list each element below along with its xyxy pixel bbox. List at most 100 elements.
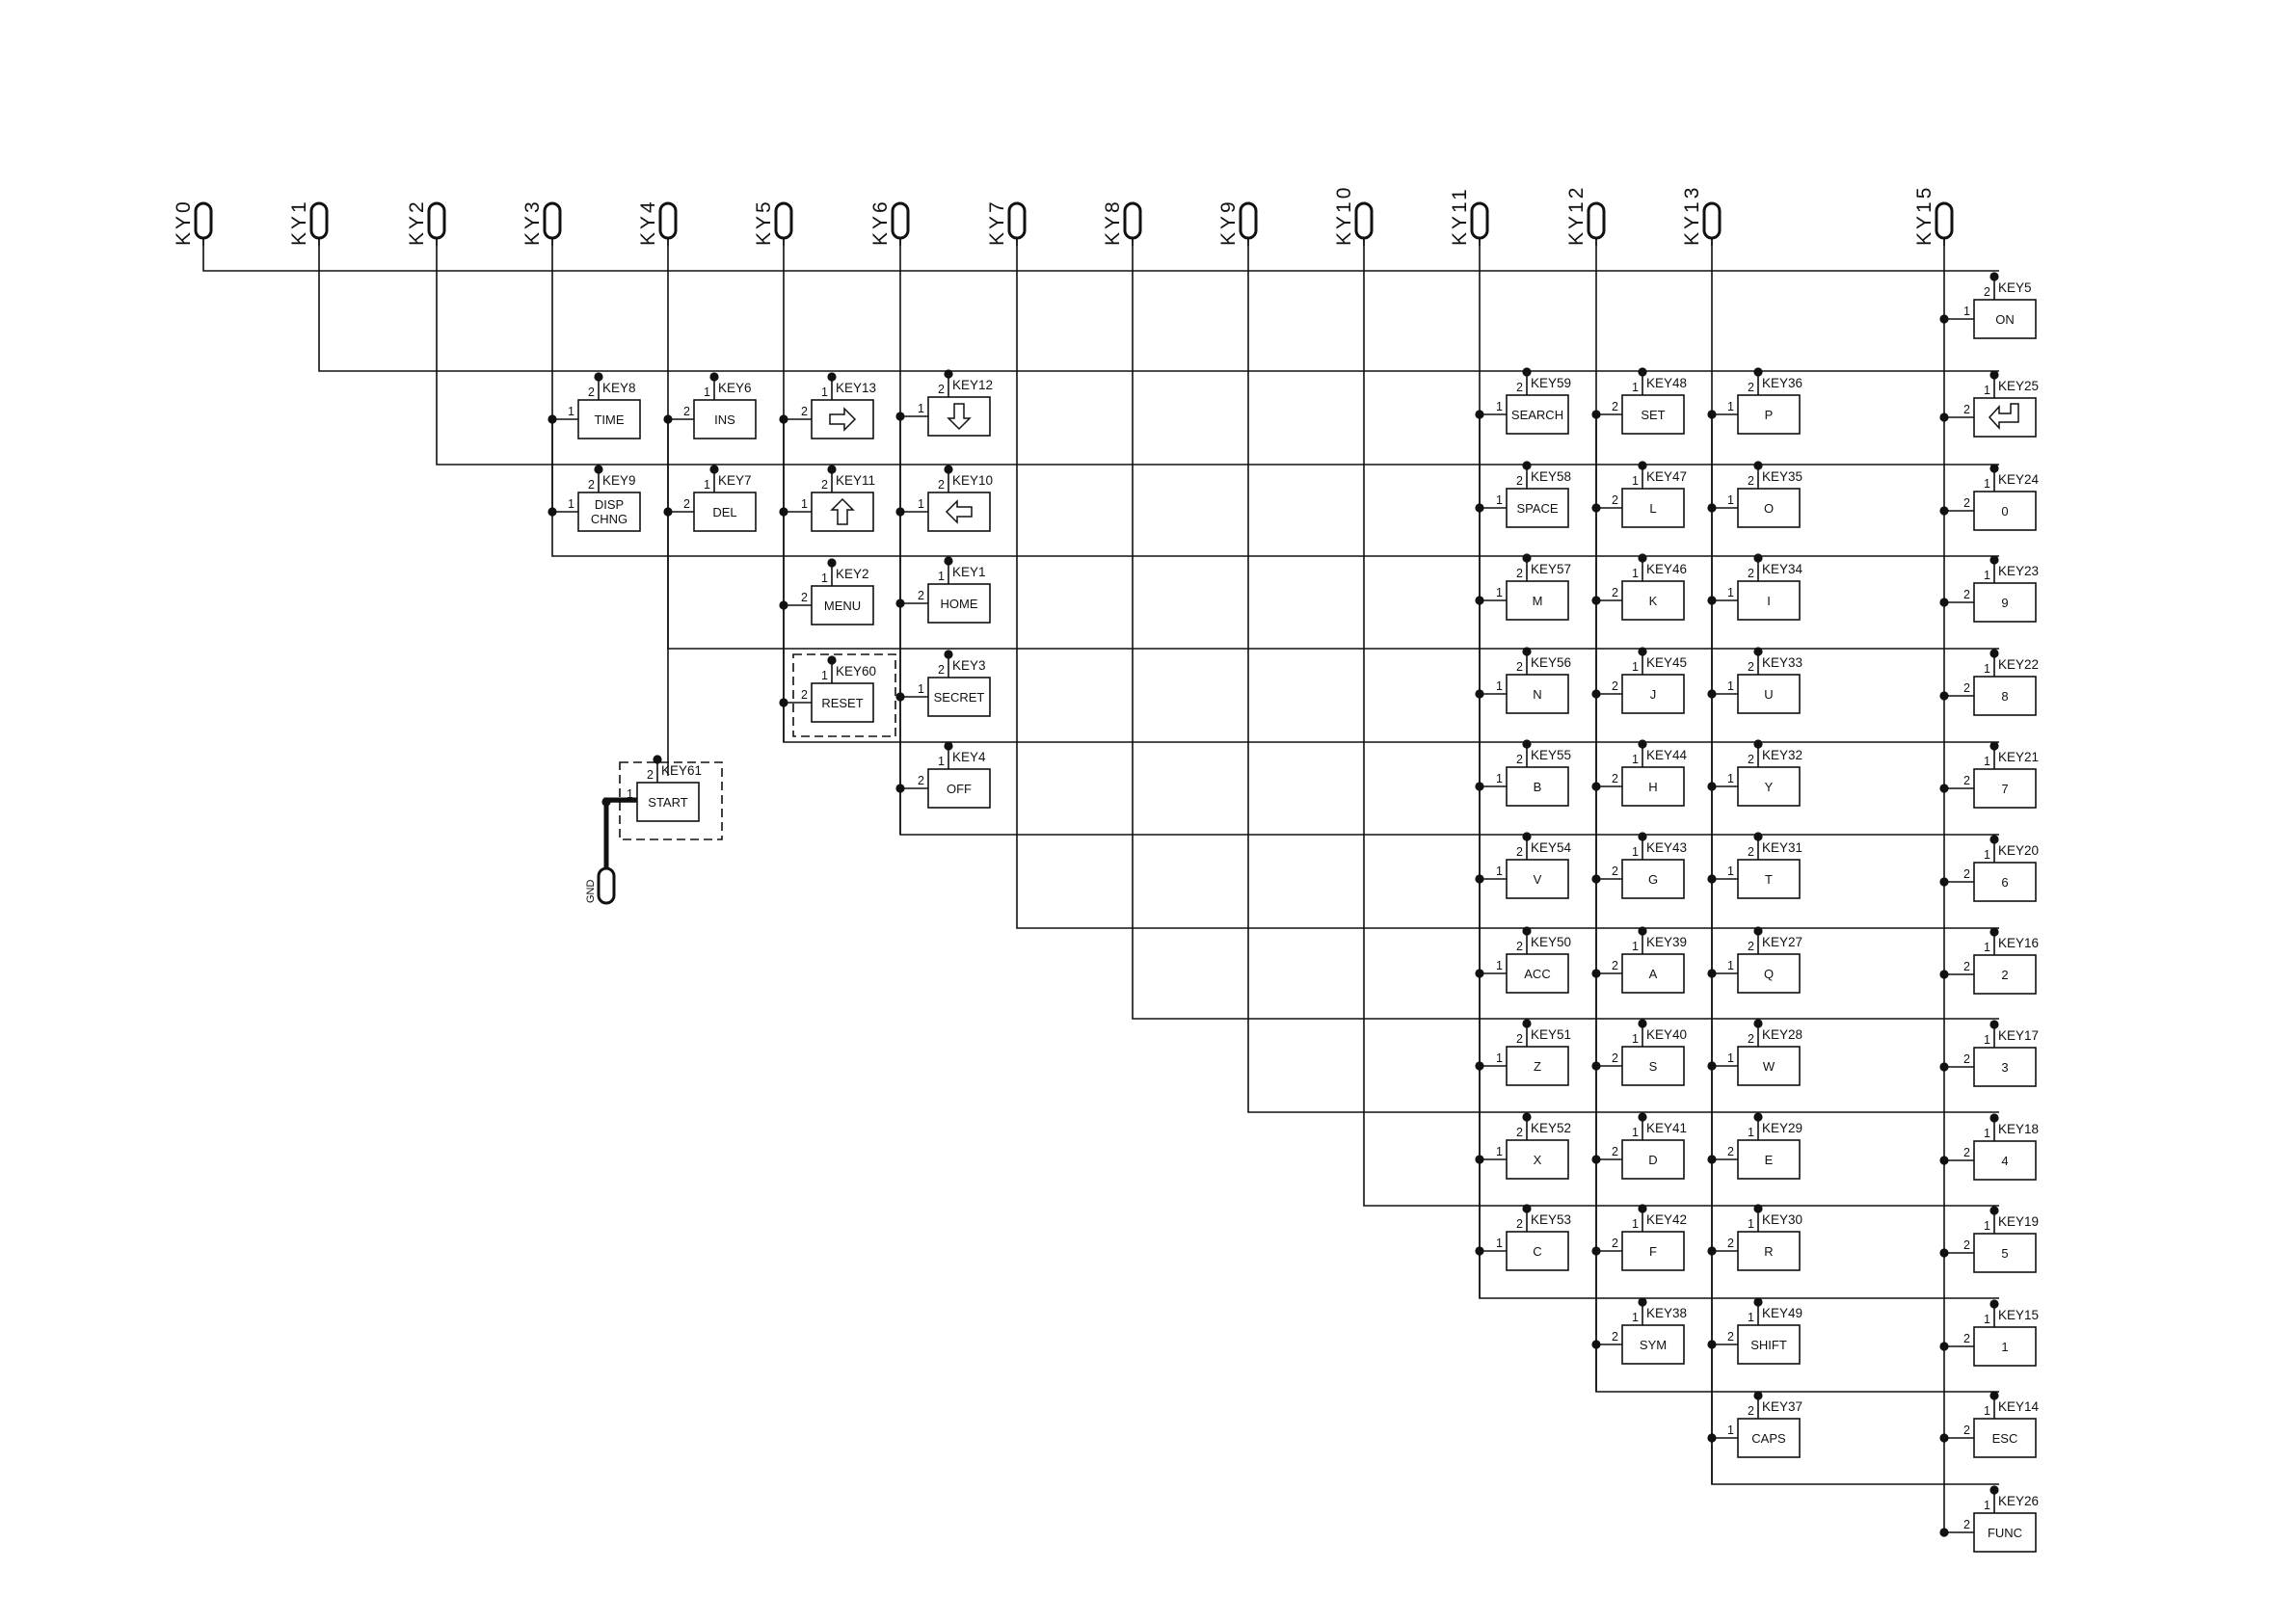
pin-number: 1 bbox=[1727, 586, 1734, 599]
row-bus bbox=[1016, 223, 1999, 929]
pin-number: 1 bbox=[1984, 662, 1990, 676]
arrow-left-icon bbox=[945, 499, 973, 524]
key-box bbox=[1506, 953, 1569, 994]
key-label: 4 bbox=[2001, 1154, 2008, 1168]
junction-dot bbox=[1753, 832, 1763, 841]
junction-dot bbox=[1591, 503, 1601, 513]
junction-dot bbox=[1638, 926, 1647, 936]
junction-dot bbox=[1475, 874, 1484, 884]
key-refdes: KEY2 bbox=[836, 567, 869, 581]
junction-dot bbox=[1475, 1155, 1484, 1164]
junction-dot bbox=[1989, 464, 1999, 473]
connector-body bbox=[1123, 201, 1142, 240]
junction-dot bbox=[1989, 1020, 1999, 1029]
pin-number: 2 bbox=[1984, 285, 1990, 299]
junction-dot bbox=[1591, 874, 1601, 884]
pin-number: 1 bbox=[1727, 1051, 1734, 1065]
pin-number: 1 bbox=[1748, 1126, 1754, 1139]
key-refdes: KEY53 bbox=[1531, 1212, 1571, 1227]
junction-dot bbox=[594, 372, 603, 382]
pin-number: 1 bbox=[1727, 1423, 1734, 1437]
junction-dot bbox=[895, 599, 905, 608]
pin-number: 1 bbox=[1496, 865, 1503, 878]
junction-dot bbox=[1638, 1019, 1647, 1028]
pin-number: 2 bbox=[1963, 681, 1970, 695]
connector-label: KY15 bbox=[1913, 185, 1936, 246]
row-bus bbox=[1363, 223, 1999, 1207]
junction-dot bbox=[1475, 596, 1484, 605]
pin-number: 1 bbox=[1984, 1127, 1990, 1140]
junction-dot bbox=[1707, 1433, 1717, 1443]
key-refdes: KEY52 bbox=[1531, 1121, 1571, 1135]
junction-dot bbox=[1939, 877, 1949, 887]
connector-body bbox=[1007, 201, 1027, 240]
connector-label: KY4 bbox=[637, 199, 659, 246]
junction-dot bbox=[1591, 596, 1601, 605]
junction-dot bbox=[944, 741, 953, 751]
key-box bbox=[1621, 1046, 1685, 1086]
pin-number: 2 bbox=[1612, 1330, 1618, 1344]
key-box bbox=[1621, 580, 1685, 621]
key-label: DISP bbox=[595, 497, 624, 512]
junction-dot bbox=[1989, 555, 1999, 565]
key-label: C bbox=[1533, 1244, 1541, 1259]
key-refdes: KEY54 bbox=[1531, 840, 1572, 855]
pin-number: 2 bbox=[1612, 865, 1618, 878]
key-refdes: KEY38 bbox=[1646, 1306, 1687, 1320]
key-label: V bbox=[1534, 872, 1542, 887]
pin-number: 1 bbox=[1632, 753, 1639, 766]
pin-number: 1 bbox=[1632, 381, 1639, 394]
key-refdes: KEY59 bbox=[1531, 376, 1571, 390]
key-box bbox=[1973, 862, 2037, 902]
pin-number: 1 bbox=[938, 755, 945, 768]
pin-number: 2 bbox=[1963, 1332, 1970, 1345]
junction-dot bbox=[1522, 1112, 1532, 1122]
junction-dot bbox=[1939, 506, 1949, 516]
key-label: K bbox=[1649, 594, 1658, 608]
pin-number: 2 bbox=[801, 405, 808, 418]
key-box bbox=[577, 492, 641, 532]
pin-number: 2 bbox=[938, 383, 945, 396]
key-refdes: KEY31 bbox=[1762, 840, 1802, 855]
key-box bbox=[1737, 488, 1801, 528]
junction-dot bbox=[1989, 1391, 1999, 1400]
matrix-wires bbox=[202, 223, 1999, 1530]
key-box bbox=[1621, 953, 1685, 994]
pin-number: 2 bbox=[1516, 1217, 1523, 1231]
pin-number: 2 bbox=[1727, 1237, 1734, 1250]
key-refdes: KEY50 bbox=[1531, 935, 1571, 949]
arrow-right-icon bbox=[829, 407, 857, 432]
pin-number: 1 bbox=[1496, 400, 1503, 413]
key-refdes: KEY47 bbox=[1646, 469, 1687, 484]
pin-number: 2 bbox=[1727, 1330, 1734, 1344]
key-label: SET bbox=[1641, 408, 1665, 422]
key-box bbox=[1973, 491, 2037, 531]
connector-body bbox=[1354, 201, 1374, 240]
pin-number: 1 bbox=[1984, 755, 1990, 768]
key-box bbox=[1506, 1231, 1569, 1271]
key-refdes: KEY43 bbox=[1646, 840, 1687, 855]
junction-dot bbox=[895, 784, 905, 793]
junction-dot bbox=[1989, 272, 1999, 281]
pin-number: 2 bbox=[1612, 1051, 1618, 1065]
junction-dot bbox=[1707, 1155, 1717, 1164]
reset-dashed-frame bbox=[792, 653, 896, 737]
connector-body bbox=[194, 201, 213, 240]
key-label: 1 bbox=[2001, 1340, 2008, 1354]
key-refdes: KEY24 bbox=[1998, 472, 2040, 487]
junction-dot bbox=[1522, 739, 1532, 749]
key-refdes: KEY12 bbox=[952, 378, 993, 392]
key-refdes: KEY5 bbox=[1998, 280, 2032, 295]
